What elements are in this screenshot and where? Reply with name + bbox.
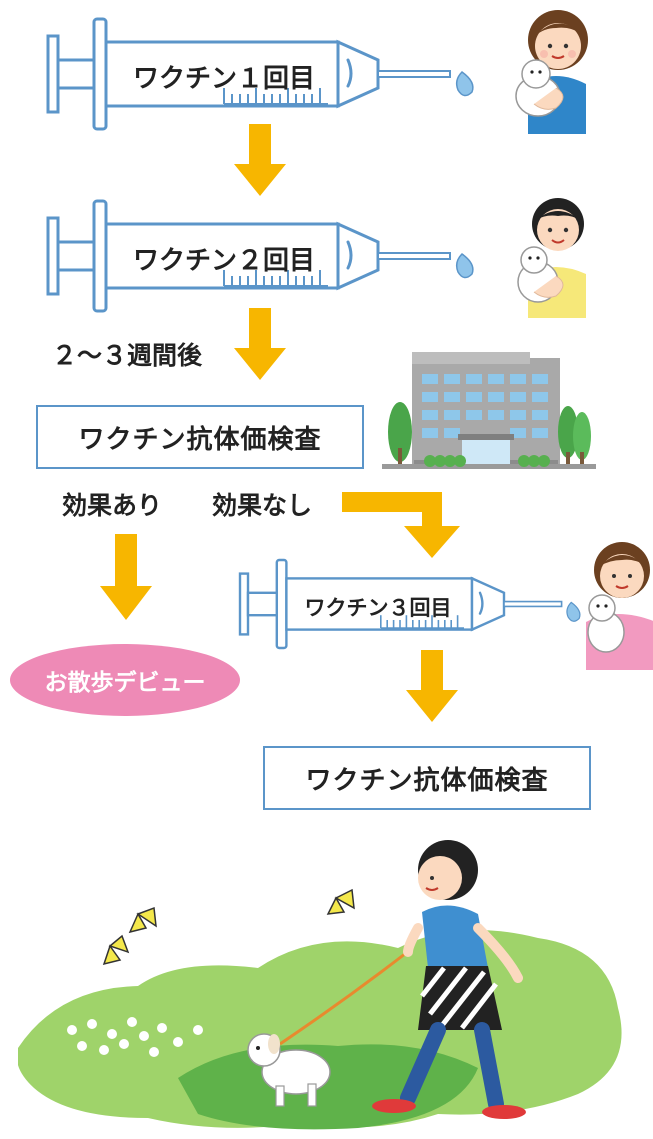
antibody-test-box-2: ワクチン抗体価検査 [263, 746, 591, 810]
butterfly-icon [102, 934, 130, 966]
boy-holding-puppy-icon [517, 198, 586, 318]
walking-dog-scene [18, 840, 622, 1130]
not-effective-label: 効果なし [212, 491, 313, 520]
hospital-building-icon [382, 352, 596, 469]
bent-arrow-icon [342, 492, 460, 558]
antibody-test-box-1: ワクチン抗体価検査 [36, 405, 364, 469]
butterfly-icon [326, 888, 355, 915]
vaccine-2-label: ワクチン２回目 [132, 246, 315, 276]
walk-debut-badge: お散歩デビュー [10, 644, 240, 716]
butterfly-icon [128, 906, 157, 934]
vaccine-1-label: ワクチン１回目 [132, 64, 315, 94]
woman-holding-puppy-icon [586, 542, 653, 670]
person-holding-puppy-icon [515, 10, 588, 134]
arrow-down-icon [234, 124, 286, 196]
arrow-down-icon [234, 308, 286, 380]
vaccine-3-label: ワクチン３回目 [304, 596, 452, 620]
arrow-down-icon [100, 534, 152, 620]
arrow-down-icon [406, 650, 458, 722]
interval-label: ２〜３週間後 [52, 341, 203, 370]
effective-label: 効果あり [62, 491, 163, 520]
